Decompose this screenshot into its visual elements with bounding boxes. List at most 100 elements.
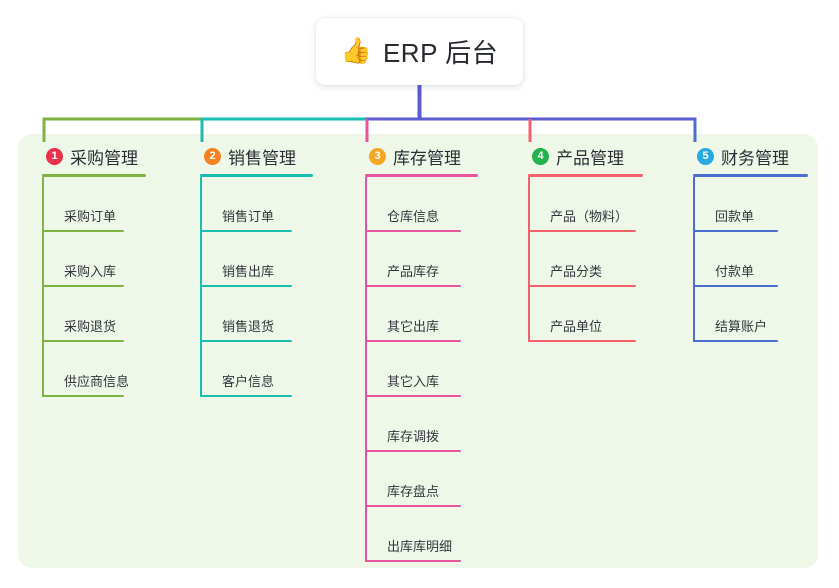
branch-item[interactable]: 产品（物料）: [528, 177, 643, 232]
branch-item-label: 客户信息: [222, 374, 275, 389]
branch-underline: [528, 174, 643, 177]
branch-items: 回款单付款单结算账户: [693, 177, 808, 342]
branch-item-label: 产品（物料）: [550, 209, 629, 224]
branch-header-4[interactable]: 4 产品管理: [528, 144, 643, 169]
branch-item[interactable]: 库存盘点: [365, 452, 478, 507]
branch-item[interactable]: 库存调拨: [365, 397, 478, 452]
branch-title: 产品管理: [556, 149, 624, 168]
root-node-label: ERP 后台: [382, 38, 499, 68]
branch-item[interactable]: 采购订单: [42, 177, 146, 232]
branch-item-label: 供应商信息: [64, 374, 130, 389]
branch-item-underline: [365, 560, 461, 562]
branch-item-label: 产品分类: [550, 264, 603, 279]
branch-item-underline: [693, 340, 778, 342]
branch-item-underline: [42, 340, 124, 342]
branch-item-label: 回款单: [715, 209, 755, 224]
branch-items: 采购订单采购入库采购退货供应商信息: [42, 177, 146, 397]
diagram-background-panel: [18, 134, 818, 568]
branch-column-2: 2 销售管理销售订单销售出库销售退货客户信息: [200, 144, 313, 397]
branch-item-label: 结算账户: [715, 319, 768, 334]
branch-header-5[interactable]: 5 财务管理: [693, 144, 808, 169]
branch-item-label: 采购退货: [64, 319, 117, 334]
branch-badge: 2: [204, 148, 221, 165]
branch-item-label: 仓库信息: [387, 209, 440, 224]
branch-item-underline: [528, 285, 636, 287]
branch-item-underline: [200, 395, 292, 397]
branch-item-underline: [365, 505, 461, 507]
branch-item-underline: [528, 230, 636, 232]
branch-item-underline: [365, 450, 461, 452]
branch-item-underline: [200, 230, 292, 232]
branch-column-5: 5 财务管理回款单付款单结算账户: [693, 144, 808, 342]
branch-item-underline: [200, 285, 292, 287]
branch-item-underline: [693, 230, 778, 232]
branch-item-label: 产品单位: [550, 319, 603, 334]
branch-item-label: 付款单: [715, 264, 755, 279]
root-node[interactable]: 👍 ERP 后台: [316, 18, 523, 85]
branch-spine: [42, 177, 44, 397]
branch-item[interactable]: 其它出库: [365, 287, 478, 342]
thumbs-up-emoji: 👍: [340, 37, 372, 65]
branch-spine: [365, 177, 367, 562]
branch-header-2[interactable]: 2 销售管理: [200, 144, 313, 169]
branch-item-label: 销售订单: [222, 209, 275, 224]
branch-item[interactable]: 客户信息: [200, 342, 313, 397]
branch-item[interactable]: 产品库存: [365, 232, 478, 287]
branch-item-label: 采购订单: [64, 209, 117, 224]
branch-title: 财务管理: [721, 149, 789, 168]
branch-item-label: 其它入库: [387, 374, 440, 389]
branch-item-underline: [42, 285, 124, 287]
branch-item[interactable]: 结算账户: [693, 287, 808, 342]
branch-item-label: 库存调拨: [387, 429, 440, 444]
branch-item[interactable]: 仓库信息: [365, 177, 478, 232]
branch-items: 仓库信息产品库存其它出库其它入库库存调拨库存盘点出库库明细: [365, 177, 478, 562]
branch-item[interactable]: 采购入库: [42, 232, 146, 287]
branch-badge: 3: [369, 148, 386, 165]
branch-items: 产品（物料） 产品分类产品单位: [528, 177, 643, 342]
branch-column-4: 4 产品管理产品（物料） 产品分类产品单位: [528, 144, 643, 342]
branch-item[interactable]: 回款单: [693, 177, 808, 232]
branch-item-underline: [365, 285, 461, 287]
branch-badge: 4: [532, 148, 549, 165]
branch-item[interactable]: 销售订单: [200, 177, 313, 232]
branch-spine: [200, 177, 202, 397]
branch-item-underline: [365, 340, 461, 342]
branch-underline: [42, 174, 146, 177]
branch-spine: [693, 177, 695, 342]
branch-item-underline: [528, 340, 636, 342]
branch-item-underline: [200, 340, 292, 342]
branch-underline: [693, 174, 808, 177]
branch-item-label: 销售出库: [222, 264, 275, 279]
branch-item-label: 销售退货: [222, 319, 275, 334]
branch-item[interactable]: 付款单: [693, 232, 808, 287]
branch-item[interactable]: 出库库明细: [365, 507, 478, 562]
branch-item-underline: [42, 230, 124, 232]
branch-item[interactable]: 其它入库: [365, 342, 478, 397]
branch-item[interactable]: 销售出库: [200, 232, 313, 287]
branch-item-label: 库存盘点: [387, 484, 440, 499]
branch-underline: [200, 174, 313, 177]
branch-title: 采购管理: [70, 149, 138, 168]
branch-item-label: 采购入库: [64, 264, 117, 279]
branch-badge: 5: [697, 148, 714, 165]
branch-item-underline: [365, 230, 461, 232]
branch-item-underline: [365, 395, 461, 397]
branch-item[interactable]: 产品单位: [528, 287, 643, 342]
branch-item-label: 出库库明细: [387, 539, 453, 554]
branch-item-label: 产品库存: [387, 264, 440, 279]
branch-item[interactable]: 供应商信息: [42, 342, 146, 397]
branch-item[interactable]: 销售退货: [200, 287, 313, 342]
branch-spine: [528, 177, 530, 342]
branch-item-underline: [42, 395, 124, 397]
branch-item[interactable]: 采购退货: [42, 287, 146, 342]
branch-item-underline: [693, 285, 778, 287]
branch-items: 销售订单销售出库销售退货客户信息: [200, 177, 313, 397]
branch-item[interactable]: 产品分类: [528, 232, 643, 287]
branch-item-label: 其它出库: [387, 319, 440, 334]
branch-title: 销售管理: [228, 149, 296, 168]
